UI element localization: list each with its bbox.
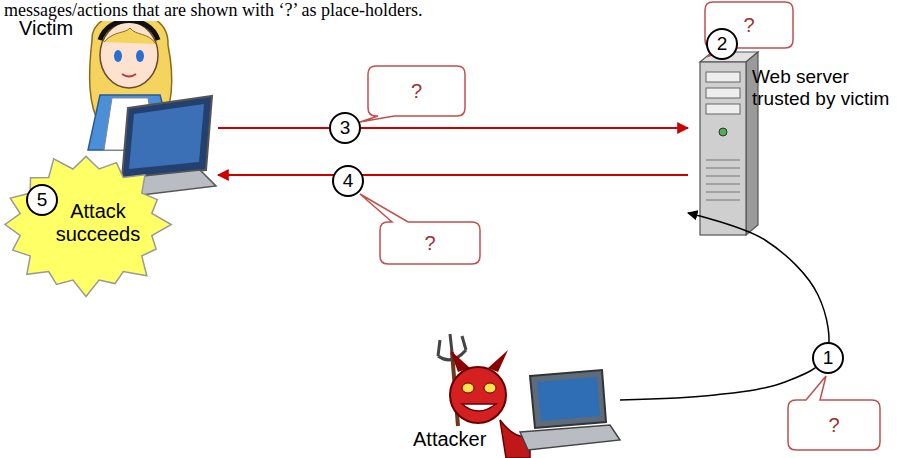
callout-box: ? xyxy=(788,400,880,450)
callout-number: 3 xyxy=(340,117,351,139)
result-starburst: Attack succeeds5 xyxy=(0,152,172,297)
attacker-illustration xyxy=(438,334,466,360)
server-illustration xyxy=(706,175,740,176)
callout-number: 1 xyxy=(823,347,834,369)
placeholder-text: ? xyxy=(424,232,435,255)
attacker-laptop xyxy=(530,370,606,428)
callout-outline xyxy=(360,66,465,122)
victim-illustration xyxy=(122,74,136,77)
server-illustration xyxy=(706,88,740,98)
injection-arrow xyxy=(620,213,829,400)
attacker-illustration xyxy=(462,404,496,411)
server-illustration xyxy=(706,159,740,160)
attacker-laptop xyxy=(520,370,620,450)
starburst-outline xyxy=(5,156,171,296)
server-illustration xyxy=(706,104,740,114)
server-illustration xyxy=(706,167,740,168)
actor-label: Victim xyxy=(19,17,73,40)
server-label: Web server trusted by victim xyxy=(752,66,892,110)
server-illustration xyxy=(706,160,740,200)
result-text: Attack succeeds xyxy=(50,200,146,246)
attacker-figure: Attacker xyxy=(405,340,620,455)
callout-outline xyxy=(360,194,480,264)
attacker-illustration xyxy=(484,383,496,393)
step-circle: 4 xyxy=(332,165,364,197)
victim-illustration xyxy=(104,28,156,44)
server-illustration xyxy=(706,183,740,184)
callout-number: 4 xyxy=(343,170,354,192)
attacker-illustration xyxy=(450,367,506,423)
server-illustration xyxy=(706,72,740,82)
victim-illustration xyxy=(100,22,158,88)
victim-laptop xyxy=(129,104,204,169)
server-illustration xyxy=(706,199,740,200)
callout-box: ? xyxy=(380,222,480,264)
placeholder-text: ? xyxy=(411,80,422,103)
victim-laptop xyxy=(122,96,212,178)
server-illustration xyxy=(700,52,758,235)
victim-illustration xyxy=(114,50,122,62)
placeholder-text: ? xyxy=(743,14,754,37)
actor-label: Attacker xyxy=(413,428,486,451)
request-arrow xyxy=(218,127,688,129)
placeholder-text: ? xyxy=(828,414,839,437)
server-illustration xyxy=(700,62,746,235)
server-figure: Web server trusted by victim xyxy=(688,30,892,235)
callout-box: ? xyxy=(368,66,465,116)
attacker-laptop xyxy=(537,377,600,421)
step-circle: 5 xyxy=(26,184,58,216)
attacker-illustration xyxy=(462,383,474,393)
callout-number: 2 xyxy=(717,33,728,55)
step-circle: 3 xyxy=(329,112,361,144)
response-arrow xyxy=(218,174,688,176)
server-illustration xyxy=(719,128,727,136)
attacker-laptop xyxy=(520,425,620,450)
attacker-illustration xyxy=(488,350,508,372)
callout-outline xyxy=(788,376,880,450)
server-illustration xyxy=(706,191,740,192)
step-circle: 1 xyxy=(812,342,844,374)
victim-illustration xyxy=(136,50,144,62)
callout-number: 5 xyxy=(37,189,48,211)
step-circle: 2 xyxy=(706,28,738,60)
